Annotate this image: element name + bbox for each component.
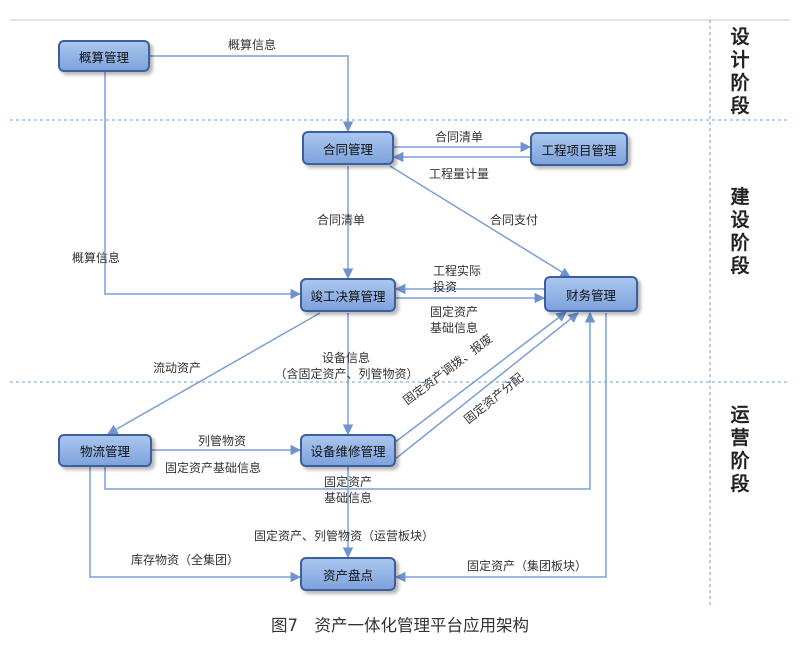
- node-jungong-label: 竣工决算管理: [310, 288, 386, 304]
- label-gongcheng-hetong: 工程量计量: [429, 167, 490, 181]
- label-hetong-caiwu: 合同支付: [490, 213, 539, 227]
- node-wuliu[interactable]: 物流管理: [58, 434, 152, 467]
- label-wuliu-zichan: 库存物资（全集团）: [131, 553, 240, 567]
- node-zichan-label: 资产盘点: [322, 567, 373, 583]
- node-caiwu[interactable]: 财务管理: [544, 276, 638, 312]
- figure-caption: 图7 资产一体化管理平台应用架构: [271, 616, 529, 635]
- node-gaisuan[interactable]: 概算管理: [58, 40, 150, 72]
- node-shebei-label: 设备维修管理: [310, 444, 386, 459]
- label-caiwu-jungong-line2: 投资: [433, 280, 458, 294]
- label-jungong-wuliu: 流动资产: [153, 361, 202, 375]
- label-jungong-shebei-line2: （含固定资产、列管物资）: [274, 367, 419, 381]
- label-gaisuan-hetong: 概算信息: [228, 38, 277, 52]
- label-wuliu-shebei: 列管物资: [198, 434, 247, 448]
- edge-gaisuan-jungong: [104, 72, 302, 300]
- node-gaisuan-label: 概算管理: [78, 49, 129, 65]
- node-zichan[interactable]: 资产盘点: [300, 557, 396, 591]
- edge-jungong-wuliu: [107, 312, 321, 435]
- stage-operation-title: 运营阶段: [730, 404, 750, 495]
- node-gongcheng-label: 工程项目管理: [541, 142, 617, 158]
- node-wuliu-label: 物流管理: [79, 444, 130, 459]
- node-caiwu-label: 财务管理: [565, 287, 616, 303]
- label-hetong-gongcheng: 合同清单: [435, 130, 484, 144]
- node-hetong[interactable]: 合同管理: [302, 131, 394, 165]
- node-hetong-label: 合同管理: [322, 141, 373, 157]
- label-caiwu-jungong-line1: 工程实际: [433, 264, 482, 278]
- edge-gaisuan-hetong: [150, 55, 354, 133]
- label-hetong-jungong: 合同清单: [317, 213, 366, 227]
- stage-design-title: 设计阶段: [730, 26, 750, 117]
- node-shebei[interactable]: 设备维修管理: [300, 434, 396, 467]
- label-shebei-zichan: 固定资产、列管物资（运营板块）: [254, 529, 435, 543]
- label-wuliu-caiwu-line2: 基础信息: [323, 491, 372, 505]
- edge-hetong-caiwu: [389, 165, 571, 278]
- edge-caiwu-zichan: [394, 313, 607, 583]
- label-wuliu-caiwu-line1: 固定资产: [323, 475, 372, 489]
- edge-wuliu-zichan: [89, 467, 302, 583]
- edge-shebei-caiwu-2: [393, 312, 579, 461]
- stage-construction-title: 建设阶段: [730, 186, 750, 277]
- label-jungong-caiwu-line2: 基础信息: [430, 321, 479, 335]
- label-gaisuan-jungong: 概算信息: [72, 251, 121, 265]
- label-jungong-shebei-line1: 设备信息: [321, 351, 370, 365]
- label-caiwu-zichan: 固定资产（集团板块）: [467, 559, 588, 573]
- node-jungong[interactable]: 竣工决算管理: [300, 278, 396, 312]
- edge-shebei-caiwu-1: [393, 311, 567, 444]
- label-jungong-caiwu-line1: 固定资产: [430, 305, 479, 319]
- node-gongcheng[interactable]: 工程项目管理: [530, 132, 628, 166]
- label-wuliu-shebei-2: 固定资产基础信息: [165, 461, 262, 475]
